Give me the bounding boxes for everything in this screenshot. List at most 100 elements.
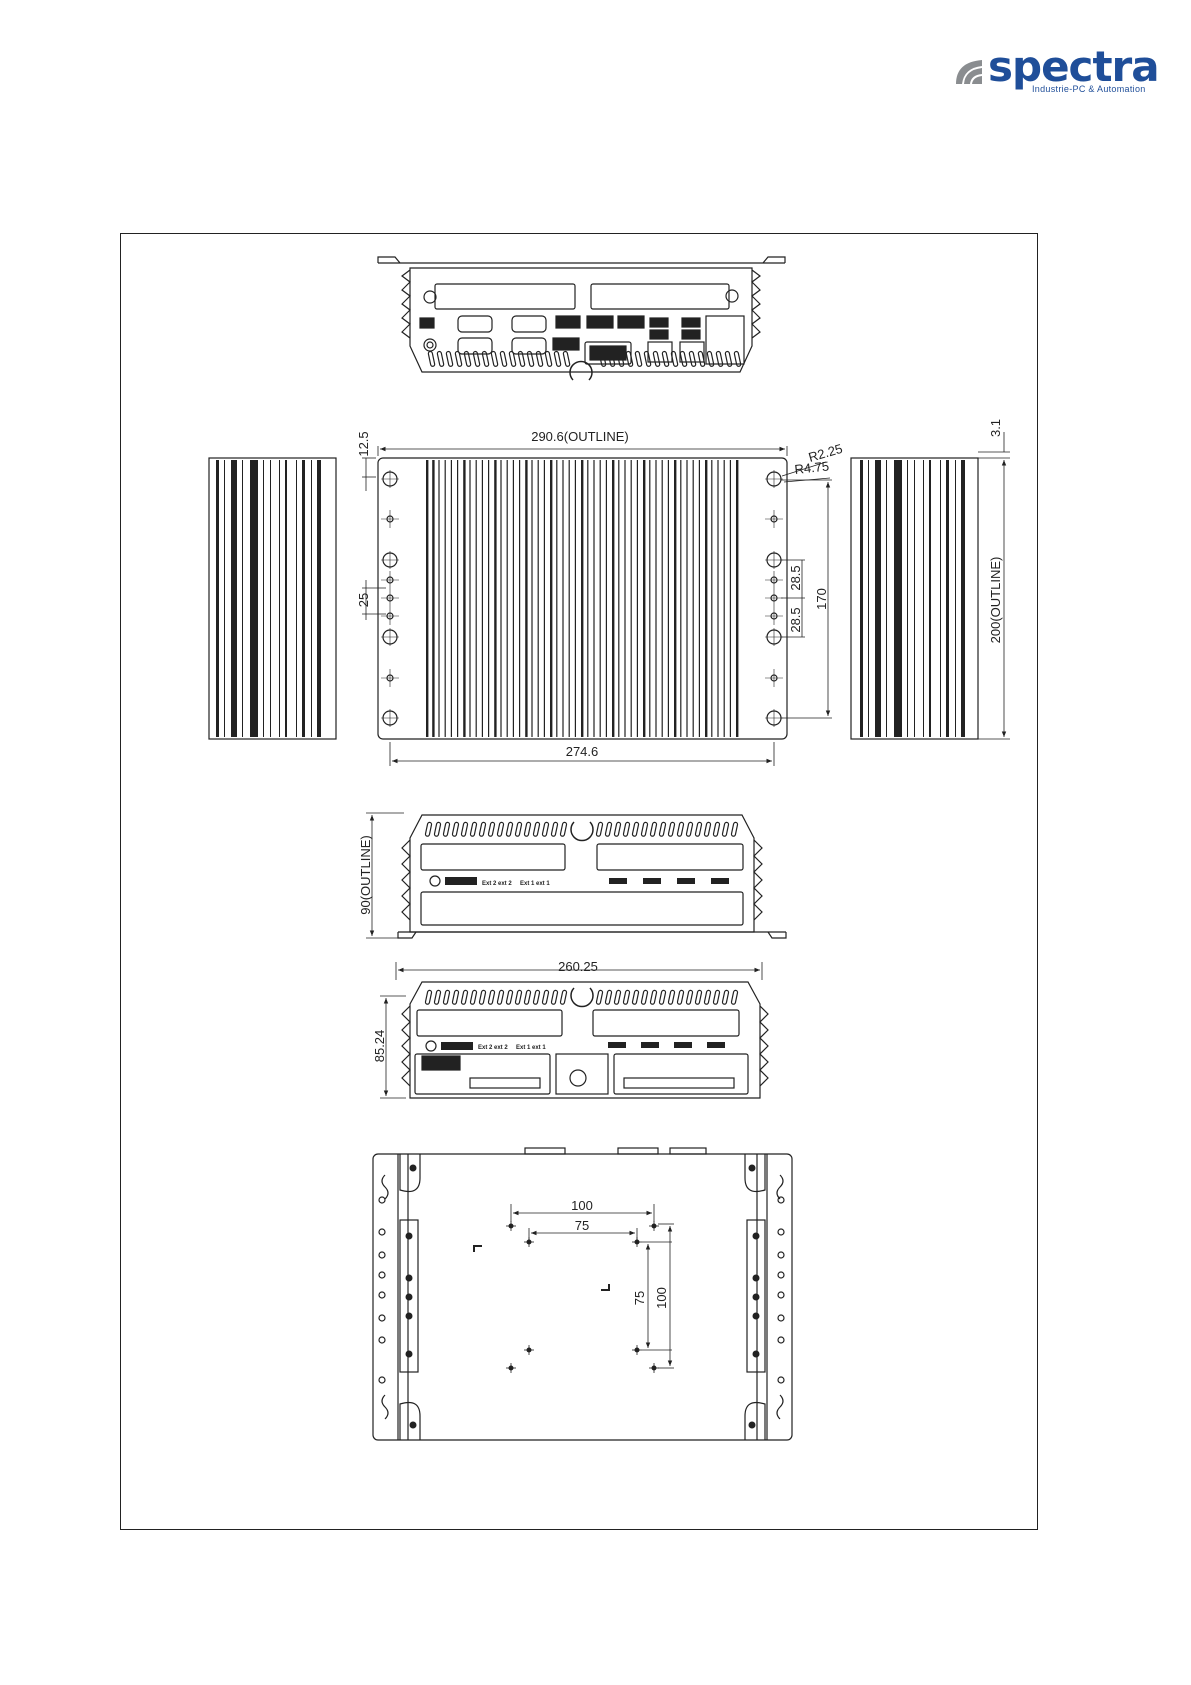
vent-slot <box>461 822 468 837</box>
heatsink-fin <box>494 460 496 737</box>
side-fin <box>311 460 312 737</box>
vent-slot <box>425 822 432 837</box>
usb-port <box>609 878 627 884</box>
side-fin <box>231 460 237 737</box>
heatsink-fin <box>476 460 477 737</box>
side-fin <box>224 460 225 737</box>
screw-head <box>406 1351 413 1358</box>
rear-view <box>378 257 785 380</box>
vent-slot <box>722 990 729 1005</box>
side-fin <box>302 460 305 737</box>
side-hole <box>778 1229 784 1235</box>
vent-slot <box>443 990 450 1005</box>
vent-slot <box>641 990 648 1005</box>
usb-port <box>677 878 695 884</box>
dim-vesa-outer-v: 100 <box>654 1287 669 1309</box>
heatsink-fin <box>457 460 458 737</box>
vent-slot <box>650 990 657 1005</box>
dim-vesa-outer-h: 100 <box>571 1198 593 1213</box>
vent-slot <box>686 822 693 837</box>
side-fin <box>279 460 280 737</box>
vent-slot <box>479 990 486 1005</box>
vent-slot <box>491 351 498 367</box>
vent-slot <box>542 990 549 1005</box>
vent-slot <box>659 990 666 1005</box>
vent-slot <box>554 351 561 367</box>
heatsink-fin <box>724 460 725 737</box>
vent-slot <box>641 822 648 837</box>
vent-slot <box>551 990 558 1005</box>
vent-slot <box>461 990 468 1005</box>
side-fin <box>216 460 219 737</box>
vent-slot <box>497 990 504 1005</box>
heatsink-fin <box>736 460 738 737</box>
side-hole <box>379 1292 385 1298</box>
vent-slot <box>713 822 720 837</box>
heatsink-fin <box>631 460 632 737</box>
vent-slot <box>659 822 666 837</box>
vent-slot <box>443 822 450 837</box>
heatsink-fin <box>445 460 446 737</box>
side-hole <box>778 1292 784 1298</box>
vent-slot <box>662 351 669 367</box>
vent-slot <box>650 822 657 837</box>
side-fin <box>250 460 258 737</box>
heatsink-fin <box>711 460 712 737</box>
vent-slot <box>515 990 522 1005</box>
vent-slot <box>560 990 567 1005</box>
vent-slot <box>689 351 696 367</box>
usb-port <box>643 878 661 884</box>
vent-slot <box>560 822 567 837</box>
top-fins <box>426 460 738 737</box>
side-hole <box>379 1197 385 1203</box>
vent-slot <box>635 351 642 367</box>
dim-radius-large: R4.75 <box>794 458 830 477</box>
side-hole <box>379 1272 385 1278</box>
side-hole <box>379 1252 385 1258</box>
dim-hole-span: 170 <box>814 588 829 610</box>
screw-head <box>406 1275 413 1282</box>
side-fin <box>940 460 941 737</box>
vent-slot <box>731 822 738 837</box>
screw-head <box>749 1422 756 1429</box>
heatsink-fin <box>482 460 483 737</box>
side-hole <box>379 1337 385 1343</box>
side-hole <box>379 1377 385 1383</box>
front-view <box>366 813 786 938</box>
dim-vesa-inner-v: 75 <box>632 1291 647 1305</box>
heatsink-fin <box>432 460 434 737</box>
top-view <box>362 446 832 766</box>
heatsink-fin <box>562 460 563 737</box>
screw-head <box>406 1313 413 1320</box>
vent-slot <box>488 990 495 1005</box>
heatsink-fin <box>513 460 514 737</box>
front-view-open <box>380 962 768 1098</box>
vent-slot <box>614 822 621 837</box>
screw-head <box>749 1165 756 1172</box>
heatsink-fin <box>556 460 557 737</box>
vent-slot <box>623 822 630 837</box>
vent-slot <box>452 822 459 837</box>
vent-slot <box>515 822 522 837</box>
usb-port <box>608 1042 626 1048</box>
heatsink-fin <box>618 460 619 737</box>
dim-height-outline: 90(OUTLINE) <box>358 835 373 914</box>
vent-slot <box>524 822 531 837</box>
vent-slot <box>677 822 684 837</box>
vent-slot <box>524 990 531 1005</box>
heatsink-fin <box>463 460 465 737</box>
side-fin <box>242 460 243 737</box>
vent-slot <box>614 990 621 1005</box>
heatsink-fin <box>500 460 501 737</box>
heatsink-fin <box>519 460 520 737</box>
vent-slot <box>713 990 720 1005</box>
heatsink-fin <box>612 460 614 737</box>
left-side-fins <box>216 460 321 737</box>
vent-slot <box>506 822 513 837</box>
front-vents <box>425 822 738 837</box>
dim-bottom-width: 274.6 <box>566 744 599 759</box>
vent-slot <box>668 990 675 1005</box>
vent-slot <box>596 990 603 1005</box>
vent-slot <box>437 351 444 367</box>
vent-slot <box>497 822 504 837</box>
